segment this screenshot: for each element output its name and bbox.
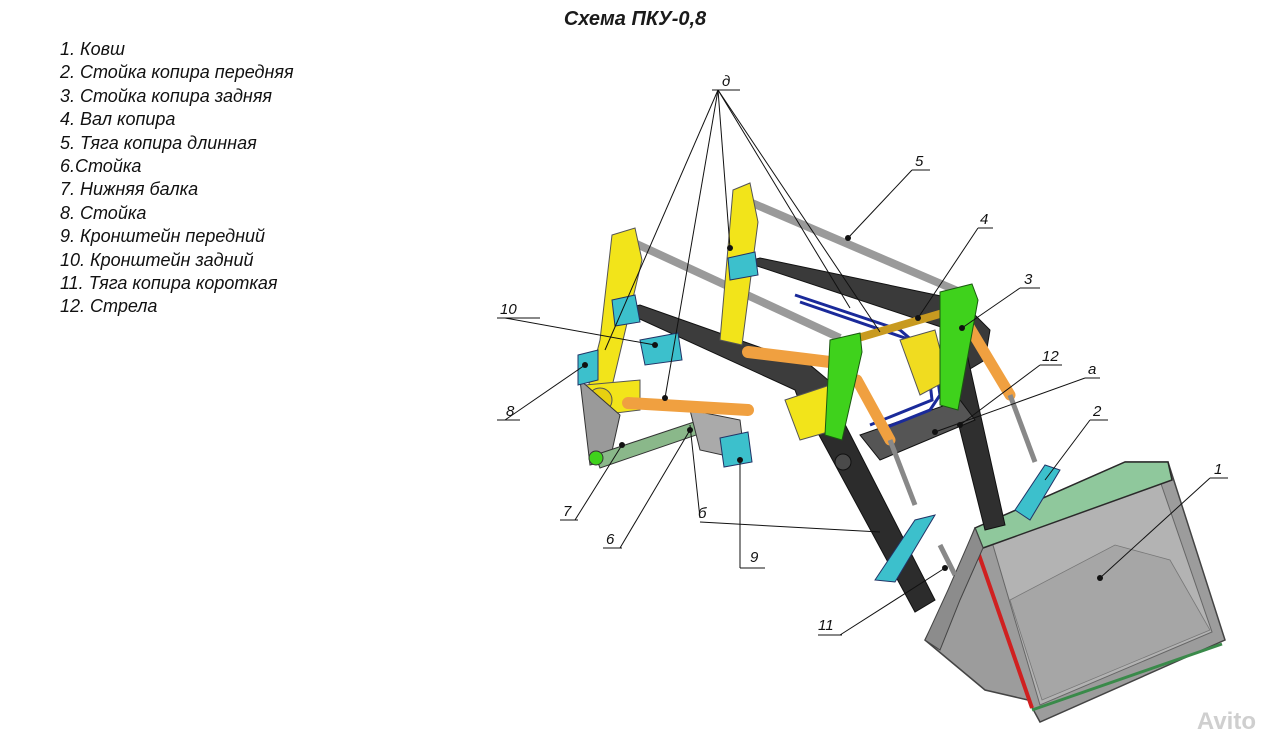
legend-item: 9. Кронштейн передний	[60, 226, 266, 247]
callout-7: 7	[563, 503, 572, 520]
legend-item: 10. Кронштейн задний	[60, 249, 254, 270]
callout-labels: 1 2 3 4 5 6 7 8 9 10 11 12 а б д	[500, 73, 1222, 634]
avito-watermark: Avito	[1196, 708, 1256, 735]
bucket	[924, 461, 1226, 723]
callout-2: 2	[1092, 403, 1102, 420]
legend-item: 1. Ковш	[60, 39, 125, 59]
callout-3: 3	[1024, 271, 1033, 288]
callout-12: 12	[1042, 348, 1059, 365]
parts-legend: 1. Ковш 2. Стойка копира передняя 3. Сто…	[60, 38, 294, 319]
callout-8: 8	[506, 403, 515, 420]
callout-d: д	[722, 73, 730, 90]
copier-upright-front	[824, 332, 863, 441]
legend-item: 6.Стойка	[60, 156, 142, 177]
callout-10: 10	[500, 301, 517, 318]
lower-bracket	[579, 378, 746, 469]
page-title: Схема ПКУ-0,8	[563, 8, 707, 30]
legend-item: 4. Вал копира	[60, 109, 176, 130]
callout-11: 11	[818, 617, 834, 634]
callout-6: 6	[606, 531, 615, 548]
legend-item: 12. Стрела	[60, 296, 158, 317]
cyan-brackets	[577, 251, 1061, 583]
legend-item: 8. Стойка	[60, 202, 147, 223]
legend-item: 2. Стойка копира передняя	[60, 62, 294, 83]
legend-item: 3. Стойка копира задняя	[60, 85, 273, 106]
callout-5: 5	[915, 153, 924, 170]
legend-item: 7. Нижняя балка	[60, 179, 199, 200]
hydraulic-cylinders	[622, 319, 1038, 506]
copier-upright-rear	[939, 283, 979, 411]
leader-dots	[582, 235, 1103, 581]
callout-4: 4	[980, 211, 988, 228]
callout-1: 1	[1214, 461, 1222, 478]
callout-9: 9	[750, 549, 759, 566]
legend-item: 5. Тяга копира длинная	[60, 132, 257, 153]
callout-a: а	[1088, 361, 1096, 378]
callout-b: б	[698, 505, 707, 522]
short-copier-link	[937, 543, 958, 577]
legend-item: 11. Тяга копира короткая	[60, 273, 278, 294]
